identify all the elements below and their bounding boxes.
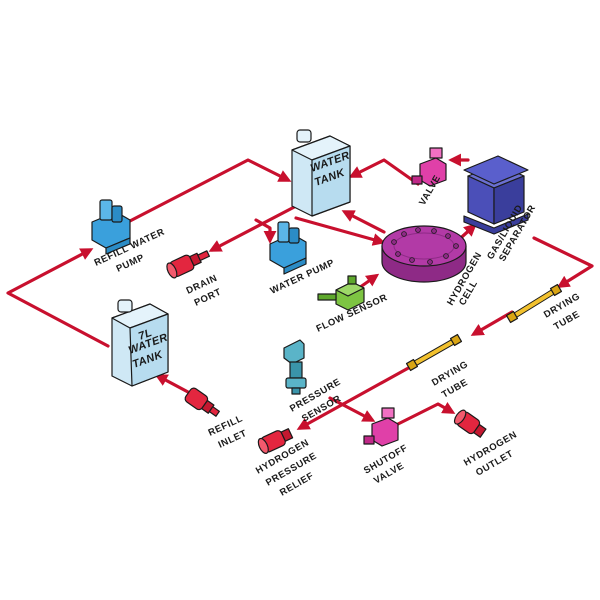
pressure-sensor: [283, 339, 307, 395]
pipe-water-tank-to-drain-port: [208, 202, 302, 252]
refill-inlet: [184, 387, 220, 417]
refill-water-pump: REFILL WATER PUMP: [91, 199, 167, 275]
pipe-tank7l-to-refill-pump: [6, 248, 110, 348]
pipe-sensor-to-shutoff: [328, 396, 376, 422]
hydrogen-outlet: [453, 409, 487, 438]
tank-7l-label-1: 7L: [137, 327, 154, 343]
valve: [411, 147, 447, 187]
pipe-drying-to-drying: [470, 310, 514, 336]
pipe-water-tank-to-water-pump: [254, 218, 277, 244]
pipe-refill-inlet-to-tank: [154, 374, 190, 394]
water-tank: WATER TANK: [291, 129, 351, 217]
flow-sensor: [317, 275, 365, 311]
drying-tube-mid: [405, 333, 463, 372]
pipe-separator-to-drying-tube: [532, 236, 594, 289]
hydrogen-cell: [381, 225, 467, 283]
pipe-shutoff-to-outlet: [396, 401, 456, 426]
hydrogen-pressure-relief: [257, 428, 294, 454]
drying-tube-right: [505, 283, 563, 324]
pipe-drying-to-relief: [296, 364, 414, 430]
pipes: [6, 153, 594, 430]
pipe-water-pump-to-cell: [294, 216, 386, 246]
shutoff-valve: [363, 407, 399, 447]
pipe-refill-pump-to-water-tank: [126, 158, 292, 224]
gas-liquid-separator: [463, 155, 529, 235]
pipe-cell-to-water-tank: [341, 210, 386, 234]
pipe-valve-to-water-tank: [348, 158, 420, 186]
tank-7l: 7L WATER TANK: [111, 299, 169, 387]
drain-port: [166, 250, 210, 279]
water-pump: [269, 221, 307, 275]
